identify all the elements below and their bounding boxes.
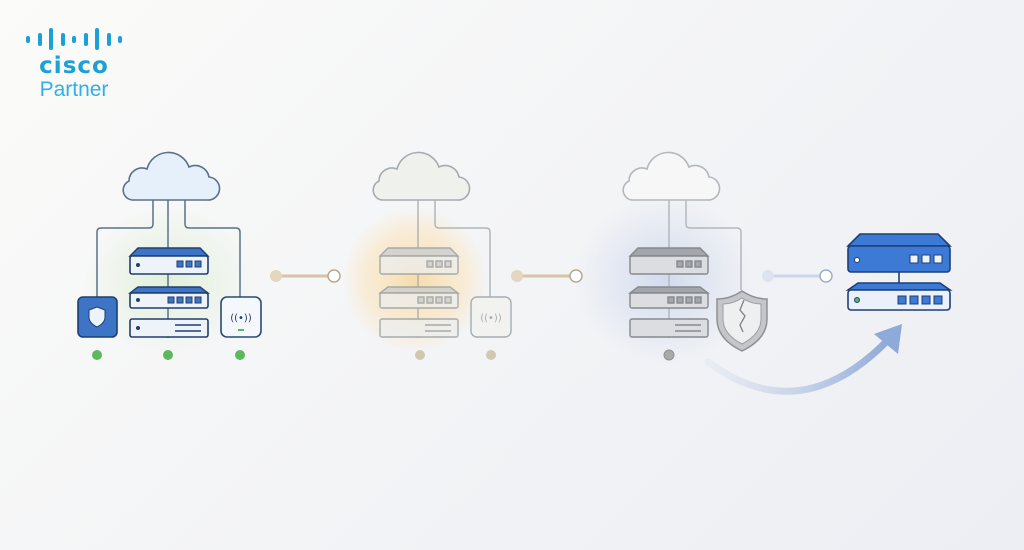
status-dot-green [92, 350, 102, 360]
svg-text:((•)): ((•)) [480, 313, 502, 324]
switch-icon [128, 247, 210, 275]
status-dot-green [163, 350, 173, 360]
cisco-bars-icon [26, 27, 122, 51]
upgrade-arrow-icon [704, 324, 902, 395]
logo-brand: cisco [39, 53, 109, 79]
new-switch-icon [846, 233, 952, 273]
server-icon [629, 318, 709, 338]
cisco-partner-logo: cisco Partner [26, 27, 122, 101]
stage-aging: ((•)) [372, 151, 512, 360]
transition-connector [270, 269, 341, 283]
cloud-icon [122, 151, 221, 201]
switch-icon [127, 286, 211, 309]
fault-glow [575, 195, 755, 365]
switch-icon [377, 286, 461, 309]
stage-healthy: ((•)) [77, 151, 262, 360]
status-dot-amber [415, 350, 425, 360]
warning-glow [343, 208, 487, 352]
cloud-icon [622, 151, 721, 201]
switch-icon [628, 247, 710, 275]
wireless-ap-icon: ((•)) [470, 296, 512, 338]
transition-connector [762, 269, 833, 283]
stage-upgraded [845, 233, 953, 311]
status-dot-amber [486, 350, 496, 360]
new-switch-icon [845, 282, 953, 311]
logo-subtitle: Partner [39, 78, 109, 101]
server-icon [379, 318, 459, 338]
wireless-ap-icon: ((•)) [220, 296, 262, 338]
status-dot-green [235, 350, 245, 360]
transition-connector [511, 269, 583, 283]
cloud-icon [372, 151, 471, 201]
svg-text:((•)): ((•)) [230, 313, 252, 324]
security-appliance-icon [77, 296, 118, 338]
server-icon [129, 318, 209, 338]
switch-icon [627, 286, 711, 309]
switch-icon [378, 247, 460, 275]
status-dot-gray [663, 349, 675, 361]
stage-compromised [622, 151, 768, 361]
broken-shield-icon [716, 290, 768, 352]
